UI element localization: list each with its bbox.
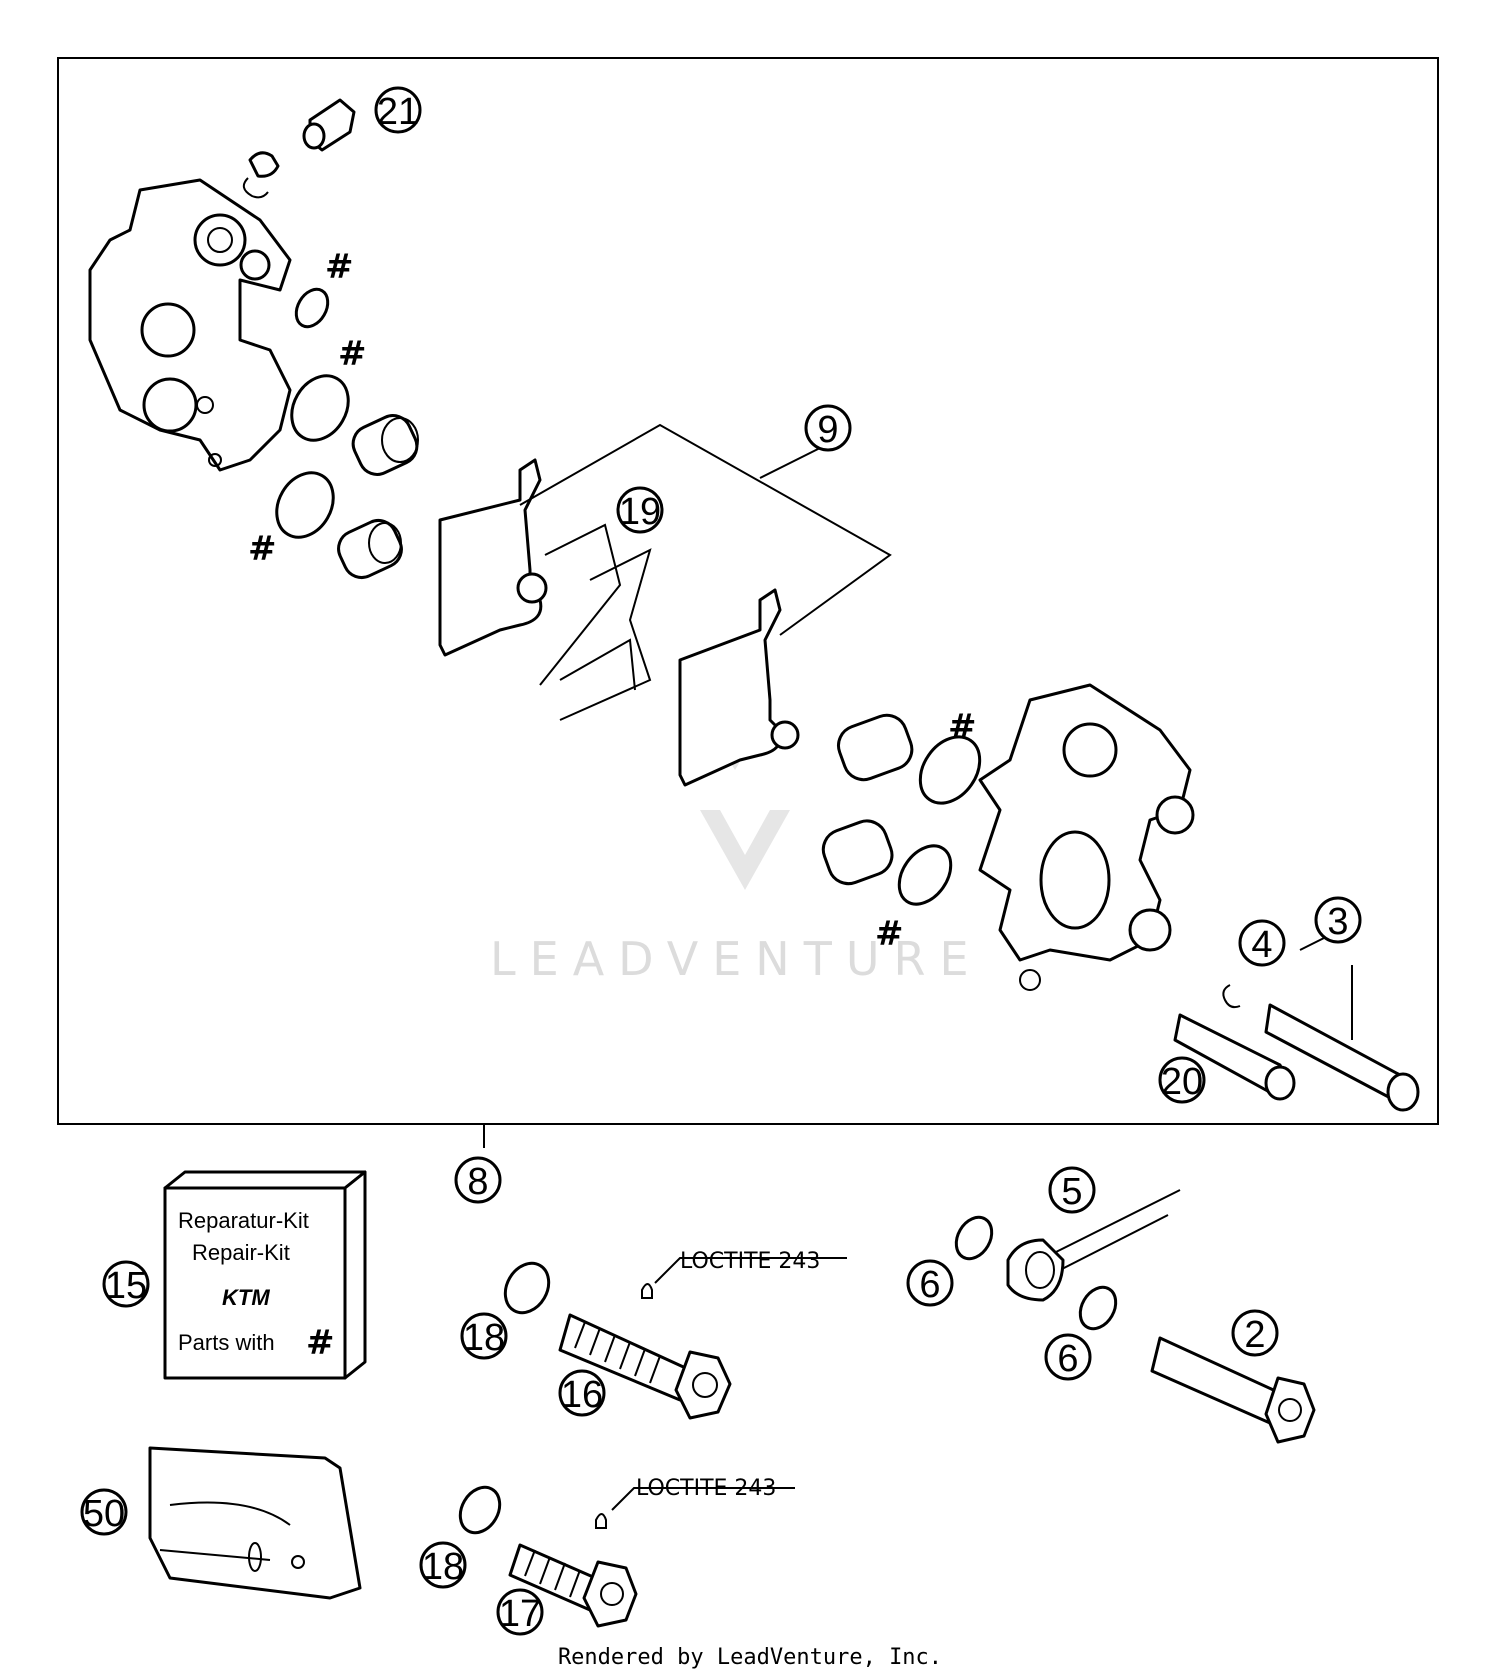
loctite-note: LOCTITE 243 [636, 1476, 776, 1501]
callout-label: 2 [1244, 1314, 1265, 1356]
callout-5: 5 [1048, 1166, 1096, 1214]
callout-4: 4 [1238, 919, 1286, 967]
callout-label: 6 [1057, 1338, 1078, 1380]
footer-credit: Rendered by LeadVenture, Inc. [558, 1645, 942, 1670]
callout-label: 9 [817, 409, 838, 451]
callout-label: 3 [1327, 901, 1348, 943]
watermark-text: LEADVENTURE [490, 932, 983, 986]
callout-16: 16 [558, 1369, 606, 1417]
callout-label: 21 [377, 91, 419, 133]
pins-and-clip [1173, 935, 1420, 1112]
callout-label: 18 [463, 1317, 505, 1359]
caliper-outer-half [978, 683, 1195, 991]
callout-label: 16 [561, 1374, 603, 1416]
callout-label: 15 [105, 1265, 147, 1307]
assembly-frame [57, 57, 1439, 1125]
callout-label: 19 [619, 491, 661, 533]
callout-18: 18 [419, 1541, 467, 1589]
callout-label: 8 [467, 1161, 488, 1203]
callout-15: 15 [102, 1260, 150, 1308]
callout-2: 2 [1231, 1309, 1279, 1357]
kit-hash: # [306, 1323, 335, 1363]
pistons-left [337, 414, 419, 580]
callout-6: 6 [1044, 1333, 1092, 1381]
bleed-screw [242, 98, 356, 199]
piston-seals-right [897, 735, 982, 906]
brake-hose-banjo [954, 1189, 1316, 1444]
mount-bolts [458, 1257, 847, 1628]
callout-19: 19 [616, 486, 664, 534]
watermark: LEADVENTURE [490, 700, 983, 986]
callout-label: 20 [1161, 1061, 1203, 1103]
callout-label: 17 [499, 1593, 541, 1635]
caliper-inner-half [88, 178, 292, 472]
kit-brand-logo: KTM [222, 1285, 270, 1310]
brake-pad-inner [438, 458, 548, 657]
callout-17: 17 [496, 1588, 544, 1636]
callout-21: 21 [374, 86, 422, 134]
hash-mark: # [875, 914, 904, 954]
callout-label: 6 [919, 1264, 940, 1306]
caliper-guard [148, 1446, 362, 1600]
kit-line2: Repair-Kit [192, 1240, 290, 1265]
callout-6: 6 [906, 1259, 954, 1307]
pad-spring [539, 523, 652, 721]
hash-mark: # [338, 334, 367, 374]
callout-50: 50 [80, 1488, 128, 1536]
callout-label: 18 [422, 1546, 464, 1588]
hash-mark: # [325, 247, 354, 287]
callout-8: 8 [454, 1156, 502, 1204]
callout-label: 4 [1251, 924, 1272, 966]
repair-kit-box: Reparatur-Kit Repair-Kit KTM Parts with … [163, 1170, 367, 1380]
callout-label: 5 [1061, 1171, 1082, 1213]
pistons-right [821, 713, 914, 886]
callout-3: 3 [1314, 896, 1362, 944]
callout-18: 18 [460, 1312, 508, 1360]
brake-pad-outer [678, 588, 800, 787]
kit-line1: Reparatur-Kit [178, 1208, 309, 1233]
hash-mark: # [948, 707, 977, 747]
loctite-note: LOCTITE 243 [680, 1249, 820, 1274]
callout-9: 9 [804, 404, 852, 452]
callout-label: 50 [83, 1493, 125, 1535]
callout-20: 20 [1158, 1056, 1206, 1104]
hash-mark: # [248, 529, 277, 569]
pad-set-leader [519, 423, 892, 636]
piston-seals-left [275, 287, 350, 539]
kit-line3: Parts with [178, 1330, 275, 1355]
